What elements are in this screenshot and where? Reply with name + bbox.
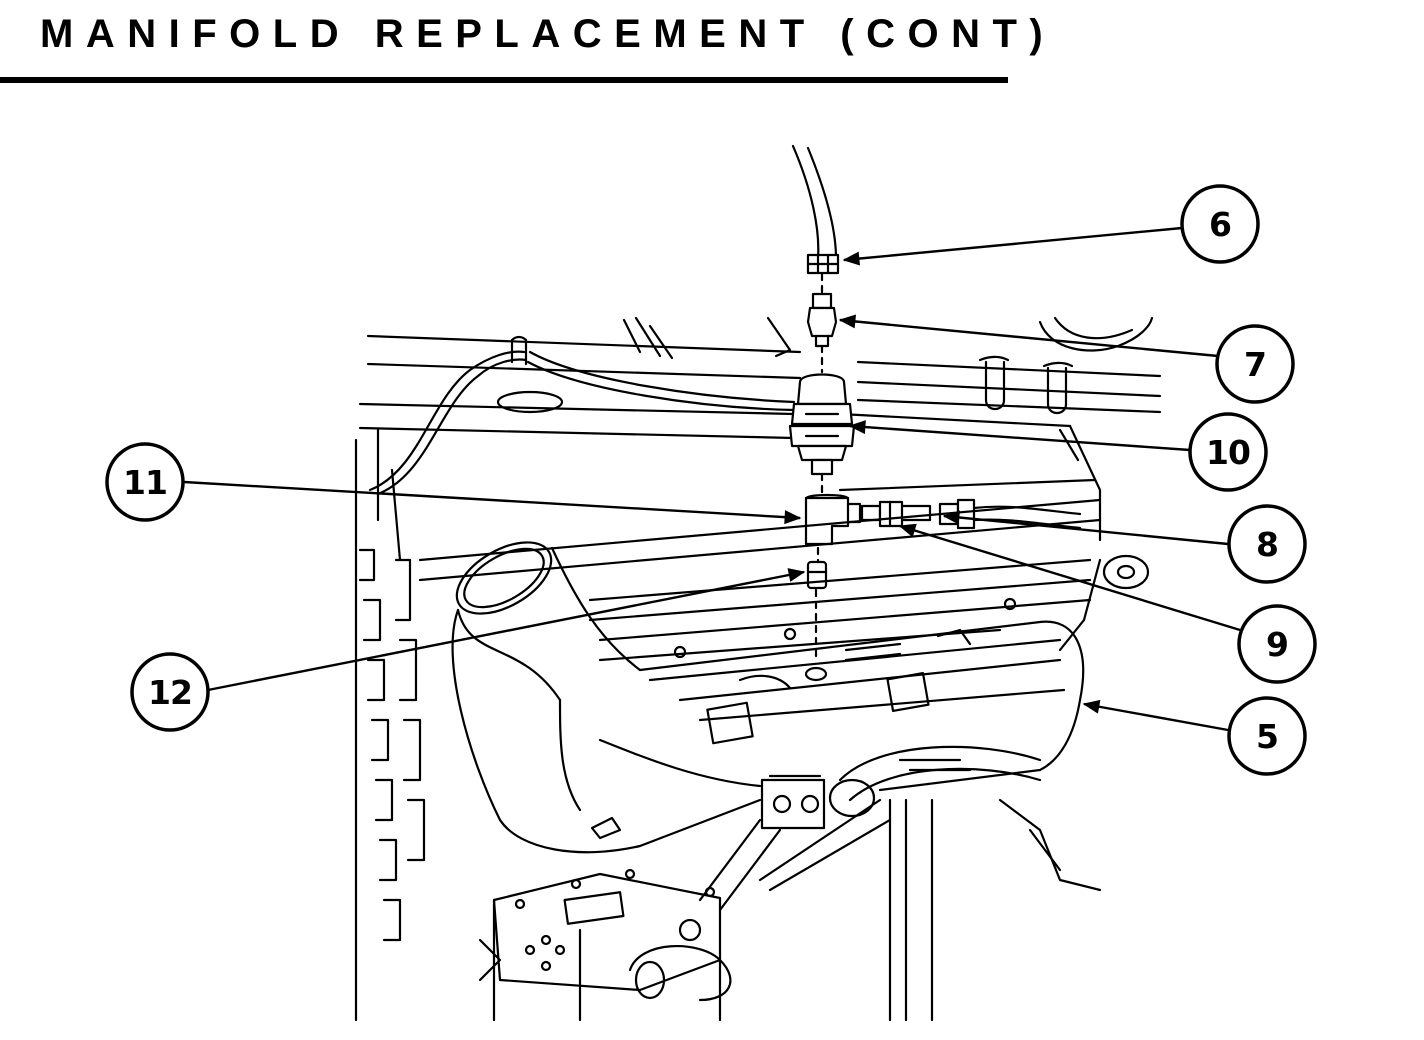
- callout-12-label: 12: [148, 673, 192, 712]
- left-frame-detail: [358, 548, 426, 942]
- callout-7-label: 7: [1244, 345, 1266, 384]
- mounting-bracket: [1058, 554, 1150, 652]
- lower-hose: [698, 745, 1102, 1022]
- plug-12: [806, 560, 828, 590]
- connector-block: [760, 774, 826, 830]
- callout-12: 12: [130, 652, 210, 732]
- leader-12: [207, 568, 806, 692]
- tee-11: [804, 493, 862, 546]
- leader-11: [183, 480, 802, 525]
- callout-9-label: 9: [1266, 625, 1288, 664]
- callout-5: 5: [1227, 696, 1307, 776]
- leader-9: [898, 523, 1241, 632]
- manifold-port: [804, 666, 828, 682]
- callout-8: 8: [1227, 504, 1307, 584]
- title-underline: [0, 77, 1008, 83]
- block-cover: [496, 390, 564, 414]
- callout-11: 11: [105, 442, 185, 522]
- callout-10: 10: [1188, 412, 1268, 492]
- page-title: MANIFOLD REPLACEMENT (CONT): [40, 12, 1056, 56]
- air-compressor: [478, 868, 732, 1022]
- callout-6-label: 6: [1209, 205, 1231, 244]
- air-line-hose: [791, 144, 838, 260]
- callout-10-label: 10: [1206, 433, 1250, 472]
- assembly-centerline: [814, 272, 824, 662]
- switch-10: [788, 373, 856, 476]
- wire-harness: [368, 335, 796, 496]
- callout-8-label: 8: [1256, 525, 1278, 564]
- callout-6: 6: [1180, 184, 1260, 264]
- leader-10: [848, 420, 1191, 452]
- leader-7: [838, 314, 1219, 358]
- callout-5-label: 5: [1256, 717, 1278, 756]
- adapter-7: [806, 292, 838, 348]
- manifold-5: [418, 498, 1102, 854]
- leader-8: [942, 510, 1229, 546]
- page-header: MANIFOLD REPLACEMENT (CONT): [0, 0, 1043, 84]
- leader-5: [1082, 699, 1229, 732]
- callouts: 6 7 10 11 8 9 12 5: [105, 184, 1317, 776]
- leader-lines: [183, 226, 1241, 732]
- callout-9: 9: [1237, 604, 1317, 684]
- tube-clamps: [978, 355, 1074, 415]
- callout-11-label: 11: [123, 463, 167, 502]
- leader-6: [842, 226, 1183, 266]
- callout-7: 7: [1215, 324, 1295, 404]
- nut-6: [806, 253, 840, 275]
- fitting-9: [860, 500, 932, 528]
